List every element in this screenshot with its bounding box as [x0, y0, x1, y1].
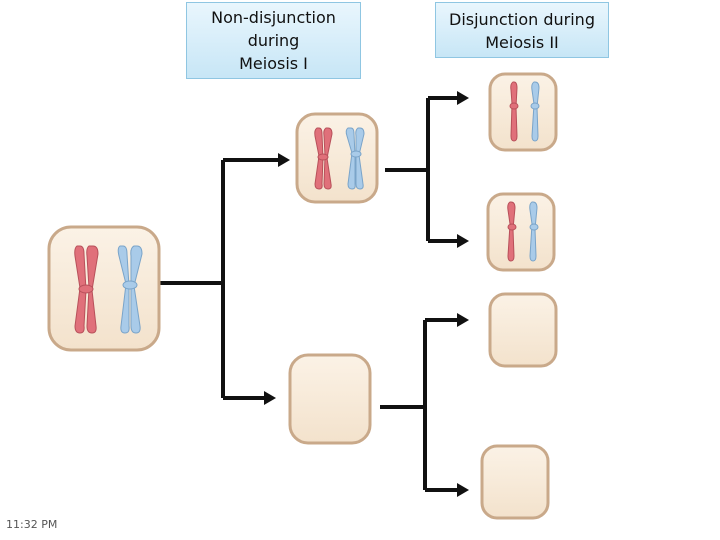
- chromosome-icon: [507, 201, 517, 262]
- arrowhead-icon: [457, 234, 469, 248]
- chromosome-icon: [314, 127, 333, 190]
- meiosis-one-label: Non-disjunction during Meiosis I: [186, 2, 361, 79]
- arrow-connectors: [158, 96, 457, 492]
- meiosis-one-cell-bottom: [288, 353, 372, 445]
- cell-icon: [486, 192, 556, 272]
- cell-icon: [295, 112, 379, 204]
- gamete-cell-1: [488, 72, 558, 152]
- arrowhead-icon: [457, 91, 469, 105]
- slide-timestamp: 11:32 PM: [6, 518, 58, 531]
- cell-icon: [480, 444, 550, 520]
- meiosis-two-label-line-2: Meiosis II: [485, 33, 559, 52]
- meiosis-one-label-line-1: Non-disjunction: [211, 8, 336, 27]
- meiosis-two-label-line-1: Disjunction during: [449, 10, 595, 29]
- chromosome-icon: [530, 81, 540, 142]
- arrowheads: [264, 91, 469, 497]
- chromosome-icon: [529, 201, 539, 262]
- arrowhead-icon: [457, 483, 469, 497]
- cell-icon: [488, 72, 558, 152]
- cell-icon: [488, 292, 558, 368]
- cell-icon: [47, 225, 161, 352]
- meiosis-two-label: Disjunction during Meiosis II: [435, 2, 609, 58]
- gamete-cell-3: [488, 292, 558, 368]
- meiosis-one-label-line-3: Meiosis I: [239, 54, 308, 73]
- gamete-cell-2: [486, 192, 556, 272]
- chromosome-icon: [74, 245, 99, 334]
- arrowhead-icon: [278, 153, 290, 167]
- chromosome-icon: [509, 81, 519, 142]
- cell-icon: [288, 353, 372, 445]
- arrowhead-icon: [264, 391, 276, 405]
- chromosome-icon: [117, 245, 143, 334]
- meiosis-one-cell-top: [295, 112, 379, 204]
- meiosis-one-label-line-2: during: [247, 31, 300, 50]
- gamete-cell-4: [480, 444, 550, 520]
- parent-cell: [47, 225, 161, 352]
- chromosome-icon: [345, 127, 365, 190]
- arrowhead-icon: [457, 313, 469, 327]
